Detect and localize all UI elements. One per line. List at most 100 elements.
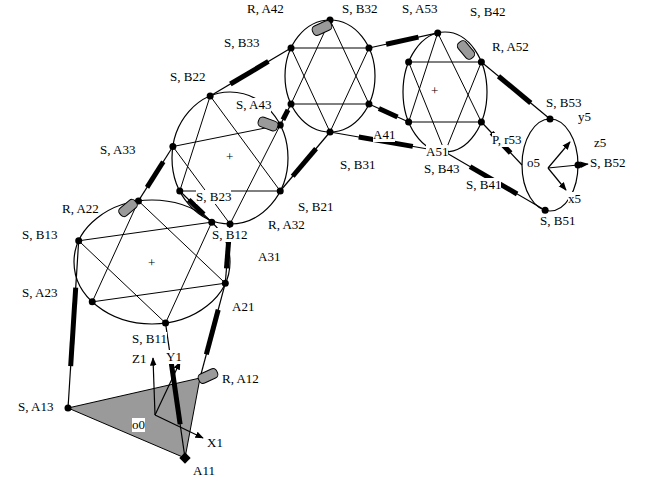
spherical-joint — [89, 298, 96, 305]
joint-label: S, A43 — [236, 98, 271, 112]
spherical-joint — [277, 188, 284, 195]
spherical-joint — [288, 101, 295, 108]
joint-label: R, A52 — [492, 40, 529, 54]
joint-label: S, A13 — [18, 400, 53, 414]
spherical-joint — [478, 59, 485, 66]
link-line — [481, 122, 522, 165]
actuator-bar — [283, 110, 288, 120]
spherical-joint — [176, 188, 183, 195]
link-line — [68, 241, 79, 408]
platform-star — [291, 48, 369, 132]
base-vertex — [179, 452, 190, 463]
joint-label: S, B22 — [170, 70, 205, 84]
joint-label: Z1 — [132, 352, 146, 366]
actuator-bar — [226, 241, 228, 269]
joint-label: Y1 — [166, 350, 182, 364]
joint-label: P, r53 — [492, 133, 522, 147]
spherical-joint — [227, 221, 234, 228]
actuator-bar — [386, 37, 418, 44]
link-line — [369, 104, 409, 122]
joint-label: S, B11 — [132, 332, 167, 346]
spherical-joint — [288, 45, 295, 52]
link-line — [210, 48, 291, 96]
actuator-bar — [147, 162, 163, 188]
joint-label: S, B13 — [22, 228, 57, 242]
spherical-joint — [65, 405, 72, 412]
link-line — [280, 104, 291, 125]
joint-label: A31 — [258, 250, 280, 264]
link-line — [481, 62, 550, 119]
platform-disc — [172, 92, 288, 224]
revolute-joint — [257, 116, 279, 132]
revolute-joint — [197, 367, 219, 385]
joint-label: R, A22 — [62, 202, 99, 216]
actuator-bar — [293, 149, 316, 177]
joint-label: S, B43 — [424, 162, 459, 176]
link-line — [280, 132, 330, 191]
platform-star — [409, 62, 482, 152]
joint-label: S, B21 — [298, 200, 333, 214]
joint-label: X1 — [207, 436, 223, 450]
joint-label: + — [431, 84, 438, 98]
joint-label: S, B31 — [340, 158, 375, 172]
spherical-joint — [547, 116, 554, 123]
coordinate-axis — [153, 358, 155, 415]
platform-star — [291, 20, 369, 104]
joint-label: S, B42 — [470, 5, 505, 19]
joint-label: A51 — [426, 145, 448, 159]
joint-label: S, B51 — [540, 214, 575, 228]
spherical-joint — [208, 219, 215, 226]
joint-label: S, B33 — [224, 36, 259, 50]
coordinate-axis — [548, 164, 588, 168]
joint-label: o0 — [132, 418, 145, 432]
revolute-joint — [117, 198, 139, 219]
platform-star — [409, 33, 482, 122]
spherical-joint — [405, 59, 412, 66]
link-line — [369, 33, 438, 48]
joint-label: A11 — [193, 464, 215, 478]
joint-label: y5 — [578, 110, 591, 124]
joint-label: z5 — [594, 136, 606, 150]
spherical-joint — [222, 280, 229, 287]
revolute-joint — [311, 19, 333, 37]
joint-label: + — [148, 256, 155, 270]
joint-label: A41 — [373, 128, 395, 142]
actuator-bar — [230, 61, 268, 84]
link-line — [200, 283, 225, 378]
joint-label: o5 — [527, 156, 540, 170]
spherical-joint — [478, 119, 485, 126]
spherical-joint — [207, 92, 214, 99]
joint-label: S, B23 — [196, 190, 231, 204]
joint-label: R, A12 — [222, 372, 259, 386]
actuator-bar — [379, 109, 398, 117]
link-line — [445, 152, 545, 210]
joint-label: S, A23 — [22, 286, 57, 300]
link-line — [166, 323, 185, 458]
coordinate-axis — [548, 142, 570, 168]
joint-label: + — [226, 150, 233, 164]
joint-label: S, B41 — [466, 178, 501, 192]
actuator-bar — [206, 310, 218, 355]
spherical-joint — [542, 207, 549, 214]
joint-label: x5 — [568, 192, 581, 206]
joint-label: R, A32 — [268, 218, 305, 232]
revolute-joint — [456, 39, 477, 61]
joint-label: R, A42 — [247, 2, 284, 16]
spherical-joint — [162, 320, 169, 327]
platform-star — [79, 222, 212, 323]
platform-disc — [285, 20, 375, 132]
spherical-joint — [327, 129, 334, 136]
actuator-bar — [71, 288, 76, 367]
platform-star — [173, 125, 280, 224]
actuator-bar — [499, 76, 531, 103]
platform-disc — [403, 32, 487, 152]
coordinate-axis — [155, 415, 203, 438]
spherical-joint — [75, 237, 82, 244]
spherical-joint — [405, 119, 412, 126]
joint-label: S, B53 — [546, 96, 581, 110]
joint-label: S, B12 — [212, 228, 247, 242]
joint-label: S, B52 — [590, 156, 625, 170]
joint-label: S, A53 — [402, 2, 437, 16]
